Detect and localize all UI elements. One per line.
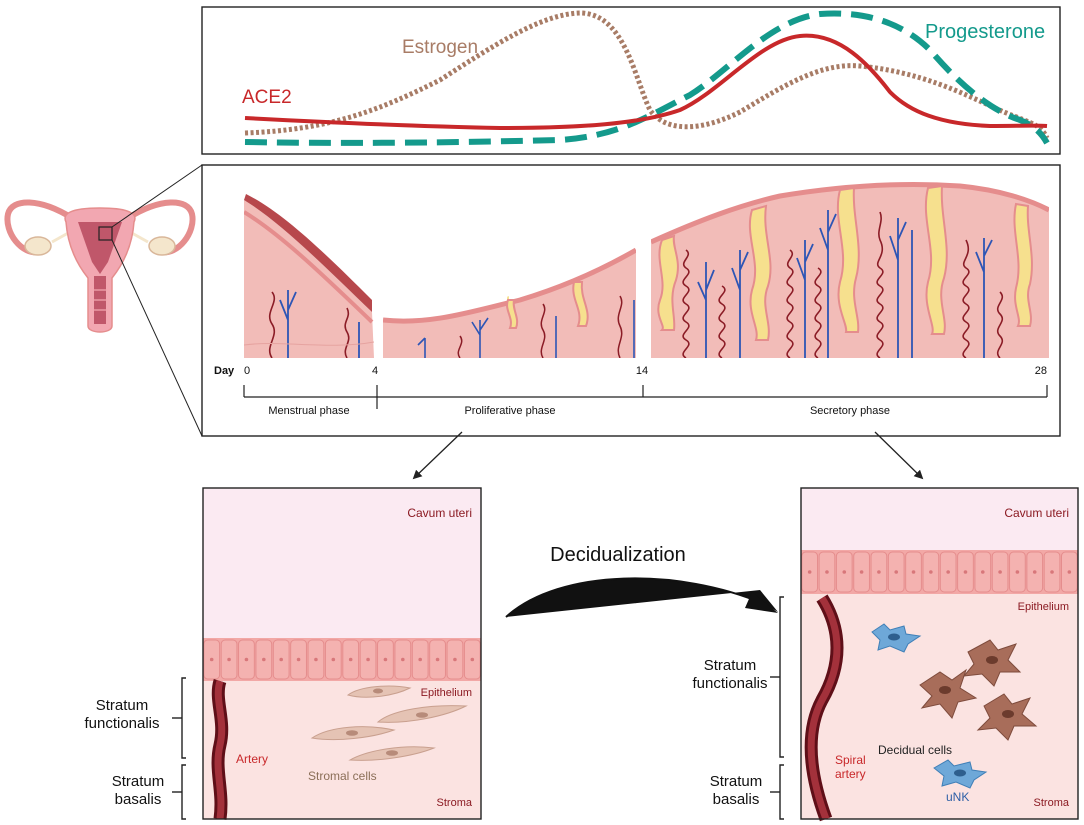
progesterone-curve (244, 10, 1050, 146)
epithelial-cell-nucleus (453, 657, 457, 662)
epithelial-cell-nucleus (348, 657, 353, 662)
endometrium-secretory (651, 181, 1049, 358)
left-epithelium-cells (203, 639, 481, 680)
right-cavum-label: Cavum uteri (1004, 506, 1069, 520)
left-epithelium-label: Epithelium (421, 687, 472, 699)
cycle-axis: Day 0 4 14 28 Menstrual phase Proliferat… (214, 365, 1048, 417)
hormone-chart-frame (201, 6, 1061, 155)
ace2-label: ACE2 (242, 87, 292, 108)
epithelial-cell-nucleus (842, 570, 847, 574)
decidual-cells-label: Decidual cells (878, 743, 952, 757)
progesterone-label: Progesterone (925, 21, 1045, 43)
left-layer-brackets: Stratum functionalis Stratum basalis (84, 677, 186, 820)
epithelial-cell-nucleus (807, 570, 812, 574)
left-detail-panel: Cavum uteri Epithelium Artery Stromal ce… (202, 487, 482, 820)
day-label: Day (214, 365, 235, 377)
phase-proliferative: Proliferative phase (464, 405, 555, 417)
epithelial-cell-nucleus (946, 570, 950, 574)
epithelial-cell-nucleus (470, 657, 475, 662)
epithelial-cell-nucleus (825, 570, 829, 574)
right-epithelium-label: Epithelium (1018, 601, 1069, 613)
epithelial-cell-nucleus (209, 657, 214, 662)
ace2-curve (244, 33, 1048, 131)
epithelial-cell-nucleus (401, 657, 405, 662)
epithelial-cell-nucleus (1015, 570, 1020, 574)
epithelial-cell-nucleus (227, 657, 231, 662)
left-basalis-line2: basalis (115, 791, 162, 808)
unk-label: uNK (946, 790, 969, 804)
right-functionalis-line1: Stratum (704, 657, 757, 674)
day-tick-4: 4 (372, 365, 378, 377)
right-functionalis-line2: functionalis (692, 675, 767, 692)
day-tick-28: 28 (1035, 365, 1047, 377)
epithelial-cell-nucleus (331, 657, 336, 662)
right-basalis-line1: Stratum (710, 773, 763, 790)
epithelial-cell-nucleus (244, 657, 249, 662)
unk-cells (871, 623, 988, 789)
epithelial-cell-nucleus (279, 657, 283, 662)
uterus-icon (4, 164, 203, 437)
right-panel-frame (800, 487, 1079, 820)
right-detail-panel: Cavum uteri Epithelium Decidual cells Sp… (800, 487, 1079, 822)
right-layer-brackets: Stratum functionalis Stratum basalis (692, 596, 784, 820)
estrogen-label: Estrogen (402, 37, 478, 58)
secretory-veins (697, 210, 993, 358)
day-tick-14: 14 (636, 365, 648, 377)
epithelial-cell-nucleus (963, 570, 968, 574)
epithelial-cell-nucleus (314, 657, 318, 662)
estrogen-curve (244, 10, 1050, 140)
epithelial-cell-nucleus (383, 657, 388, 662)
epithelial-cell-nucleus (262, 657, 266, 662)
arrow-to-right-panel (874, 431, 924, 480)
endometrium-proliferative (383, 247, 636, 358)
secretory-spiral-arteries (682, 211, 1004, 358)
right-stroma-label: Stroma (1034, 797, 1070, 809)
right-epithelium-cells (801, 551, 1078, 593)
phase-secretory: Secretory phase (810, 405, 890, 417)
epithelial-cell-nucleus (859, 570, 864, 574)
zoom-line-top (111, 164, 203, 228)
left-basalis-line1: Stratum (112, 773, 165, 790)
left-panel-frame (202, 487, 482, 820)
epithelial-cell-nucleus (911, 570, 916, 574)
epithelial-cell-nucleus (366, 657, 370, 662)
epithelial-cell-nucleus (435, 657, 440, 662)
epithelial-cell-nucleus (296, 657, 301, 662)
stromal-cells (310, 685, 468, 761)
arrow-to-left-panel (412, 431, 463, 480)
left-stroma-label: Stroma (437, 797, 473, 809)
epithelial-cell-nucleus (1032, 570, 1037, 574)
epithelial-cell-nucleus (877, 570, 881, 574)
decidualization-arrow: Decidualization (505, 544, 778, 618)
spiral-artery-label-1: Spiral (835, 753, 866, 767)
epithelial-cell-nucleus (418, 657, 422, 662)
epithelial-cell-nucleus (894, 570, 899, 574)
epithelial-cell-nucleus (929, 570, 933, 574)
left-functionalis-line2: functionalis (84, 715, 159, 732)
hormone-chart: Estrogen Progesterone ACE2 (201, 6, 1061, 155)
phase-menstrual: Menstrual phase (268, 405, 349, 417)
endometrium-menstrual (244, 194, 374, 358)
secretory-glands (657, 184, 1033, 341)
decidualization-label: Decidualization (550, 544, 686, 566)
right-basalis-line2: basalis (713, 791, 760, 808)
zoom-line-bottom (111, 239, 203, 437)
epithelial-cell-nucleus (998, 570, 1002, 574)
left-functionalis-line1: Stratum (96, 697, 149, 714)
zoom-region-marker (98, 226, 113, 241)
left-artery-label: Artery (236, 752, 268, 766)
epithelial-cell-nucleus (1050, 570, 1054, 574)
left-cavum-label: Cavum uteri (407, 506, 472, 520)
day-tick-0: 0 (244, 365, 250, 377)
stromal-cells-label: Stromal cells (308, 769, 377, 783)
epithelial-cell-nucleus (1067, 570, 1072, 574)
epithelial-cell-nucleus (980, 570, 985, 574)
spiral-artery-label-2: artery (835, 767, 866, 781)
decidual-cells (919, 639, 1038, 741)
